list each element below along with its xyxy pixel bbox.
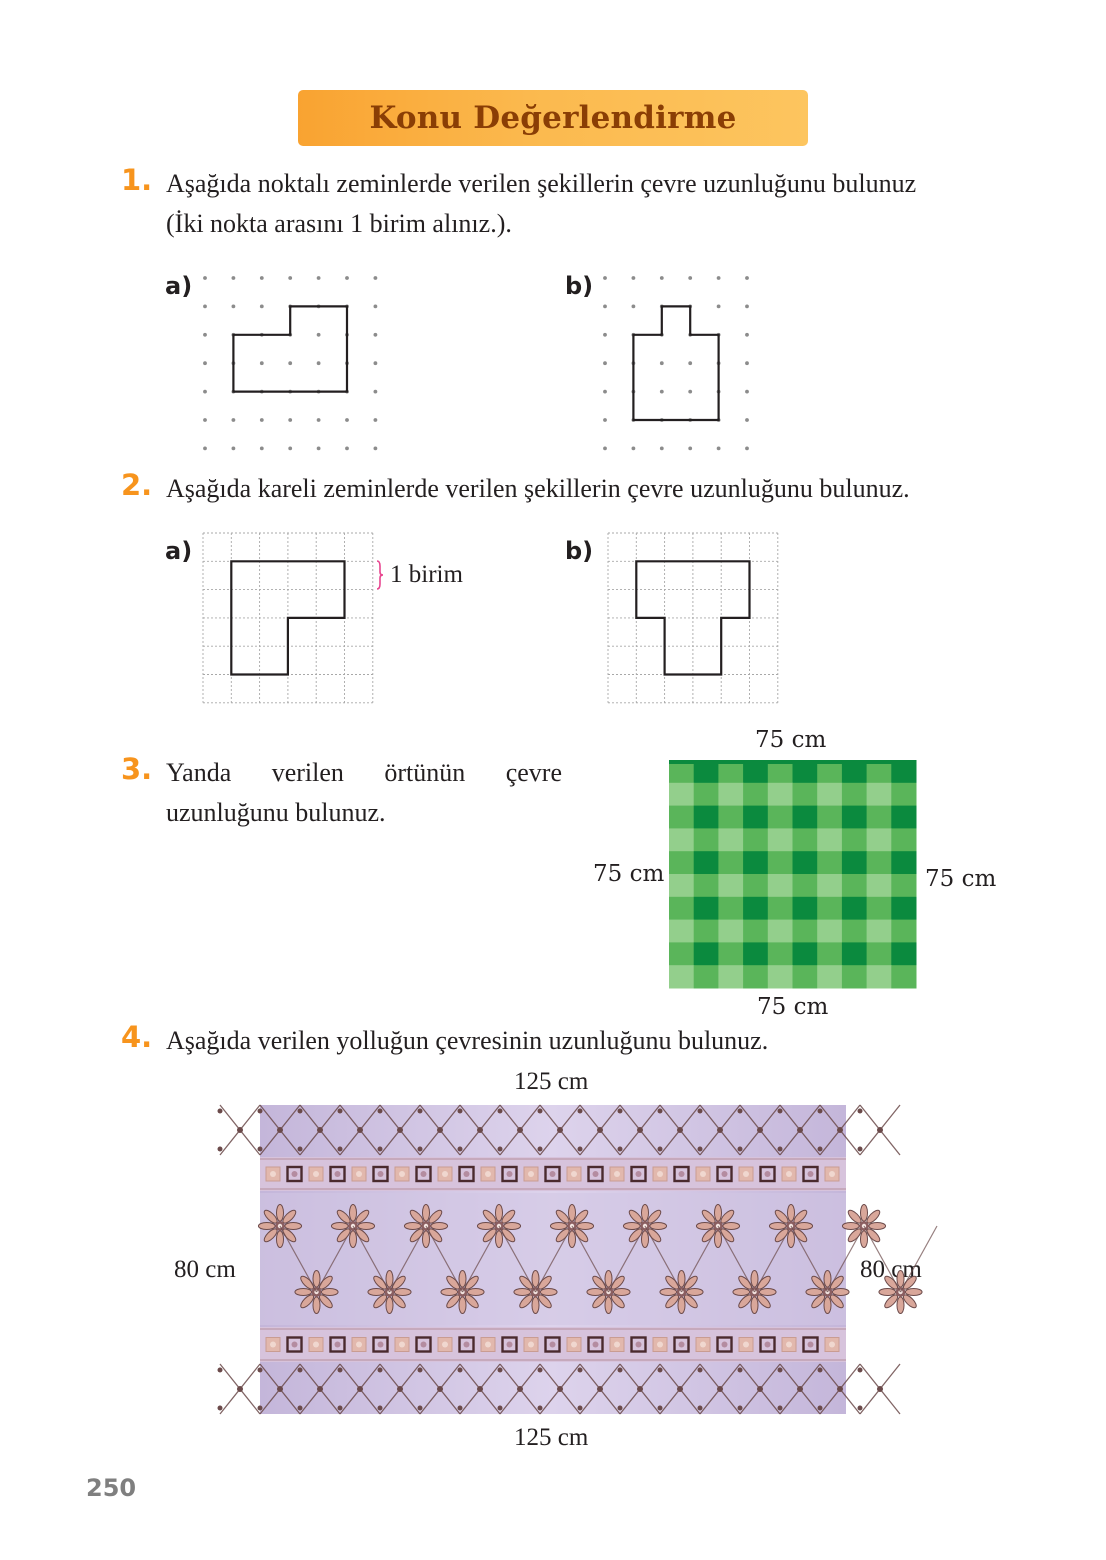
question-2-number: 2. <box>121 468 153 502</box>
runner-top-length: 125 cm <box>514 1068 589 1095</box>
tablecloth-right-length: 75 cm <box>925 866 997 892</box>
question-1b-label: b) <box>565 272 594 300</box>
section-title-banner: Konu Değerlendirme <box>298 90 808 146</box>
dot-grid-figure-1b <box>603 276 749 451</box>
question-2b-label: b) <box>565 537 594 565</box>
runner-bottom-length: 125 cm <box>514 1424 589 1451</box>
tablecloth-left-length: 75 cm <box>593 861 665 887</box>
question-3-text-line1: Yanda verilen örtünün çevre <box>166 758 562 787</box>
question-4-text: Aşağıda verilen yolluğun çevresinin uzun… <box>166 1026 769 1055</box>
question-1a-label: a) <box>165 272 193 300</box>
ornamental-runner-image <box>217 1104 938 1415</box>
section-title: Konu Değerlendirme <box>369 100 737 136</box>
question-1-text-line2: (İki nokta arasını 1 birim alınız.). <box>166 209 512 238</box>
question-3-text-line2: uzunluğunu bulunuz. <box>166 798 386 827</box>
square-grid-figure-2b <box>607 532 779 704</box>
question-3-number: 3. <box>121 752 153 786</box>
question-1-text-line1: Aşağıda noktalı zeminlerde verilen şekil… <box>166 169 917 198</box>
unit-brace-icon <box>376 560 384 590</box>
question-4-number: 4. <box>121 1020 153 1054</box>
page-number: 250 <box>86 1474 137 1502</box>
gingham-tablecloth-image <box>669 760 917 989</box>
tablecloth-bottom-length: 75 cm <box>757 994 829 1020</box>
tablecloth-top-length: 75 cm <box>755 727 827 753</box>
question-2a-label: a) <box>165 537 193 565</box>
question-1-number: 1. <box>121 163 153 197</box>
square-grid-figure-2a <box>202 532 374 704</box>
question-2-text: Aşağıda kareli zeminlerde verilen şekill… <box>166 474 910 503</box>
runner-left-length: 80 cm <box>174 1256 236 1283</box>
dot-grid-figure-1a <box>203 276 378 451</box>
unit-label: 1 birim <box>390 561 463 588</box>
